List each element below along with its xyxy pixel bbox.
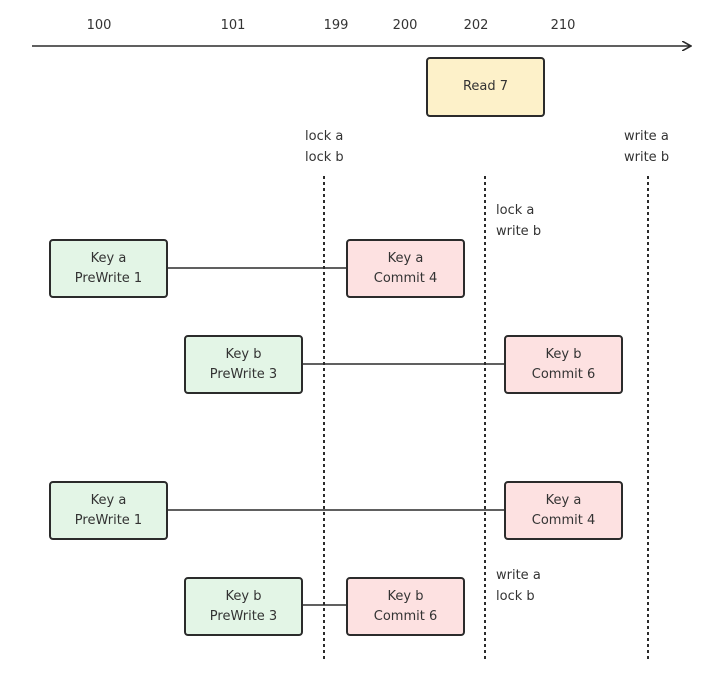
tick-label: 200 xyxy=(392,18,418,33)
s2-commit-key-a-box: Key a Commit 4 xyxy=(504,481,623,540)
s2-prewrite-key-a-box: Key a PreWrite 1 xyxy=(49,481,168,540)
s1-prewrite-key-a-box: Key a PreWrite 1 xyxy=(49,239,168,298)
read-box-label: Read 7 xyxy=(462,79,509,94)
box-line: Key b xyxy=(545,346,582,362)
box-line: Key a xyxy=(90,250,127,266)
box-line: Key a xyxy=(90,492,127,508)
box-line: Key a xyxy=(387,250,424,266)
tick-label: 100 xyxy=(86,18,112,33)
annotation-lock-a-write-b: lock a write b xyxy=(496,200,541,242)
annotation-write-a-lock-b: write a lock b xyxy=(496,565,541,607)
s2-prewrite-key-b-box: Key b PreWrite 3 xyxy=(184,577,303,636)
box-line: PreWrite 1 xyxy=(74,270,143,286)
tick-label: 202 xyxy=(463,18,489,33)
annotation-lock-a-lock-b: lock a lock b xyxy=(305,126,344,168)
box-line: PreWrite 3 xyxy=(209,608,278,624)
tick-label: 210 xyxy=(550,18,576,33)
annotation-line: lock a xyxy=(305,129,344,144)
box-line: Commit 6 xyxy=(373,608,438,624)
annotation-line: lock b xyxy=(305,150,344,165)
box-line: PreWrite 1 xyxy=(74,512,143,528)
annotation-line: lock a xyxy=(496,203,535,218)
annotation-line: write a xyxy=(624,129,669,144)
s1-prewrite-key-b-box: Key b PreWrite 3 xyxy=(184,335,303,394)
box-line: Commit 4 xyxy=(373,270,438,286)
box-line: Key b xyxy=(225,346,262,362)
box-line: Commit 4 xyxy=(531,512,596,528)
box-line: Key b xyxy=(387,588,424,604)
annotation-line: write b xyxy=(496,224,542,239)
s2-commit-key-b-box: Key b Commit 6 xyxy=(346,577,465,636)
tick-label: 199 xyxy=(323,18,349,33)
box-line: PreWrite 3 xyxy=(209,366,278,382)
annotation-write-a-write-b: write a write b xyxy=(624,126,669,168)
box-line: Key b xyxy=(225,588,262,604)
s1-commit-key-b-box: Key b Commit 6 xyxy=(504,335,623,394)
tick-label: 101 xyxy=(220,18,246,33)
annotation-line: lock b xyxy=(496,589,535,604)
box-line: Commit 6 xyxy=(531,366,596,382)
box-line: Key a xyxy=(545,492,582,508)
annotation-line: write b xyxy=(624,150,670,165)
read-box: Read 7 xyxy=(426,57,545,117)
annotation-line: write a xyxy=(496,568,541,583)
s1-commit-key-a-box: Key a Commit 4 xyxy=(346,239,465,298)
